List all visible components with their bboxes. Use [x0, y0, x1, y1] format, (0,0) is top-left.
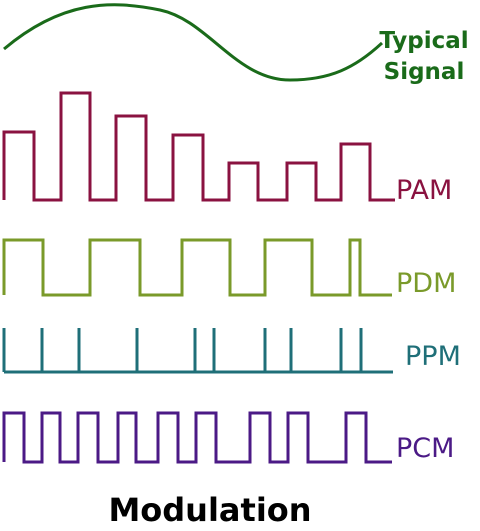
pdm-label: PDM: [396, 268, 457, 299]
typical-signal-label-line1: Typical: [379, 28, 469, 54]
typical-signal-label-line2: Signal: [383, 59, 465, 85]
typical-signal-wave: [3, 3, 384, 82]
pam-label: PAM: [396, 175, 453, 206]
diagram-caption: Modulation: [108, 491, 312, 529]
pcm-waveform: [2, 411, 392, 464]
pdm-waveform: [2, 238, 392, 297]
pcm-label: PCM: [396, 433, 455, 464]
ppm-waveform: [2, 328, 393, 374]
pam-waveform: [2, 91, 395, 202]
typical-signal-label: Typical Signal: [370, 26, 478, 88]
ppm-label: PPM: [405, 341, 461, 372]
